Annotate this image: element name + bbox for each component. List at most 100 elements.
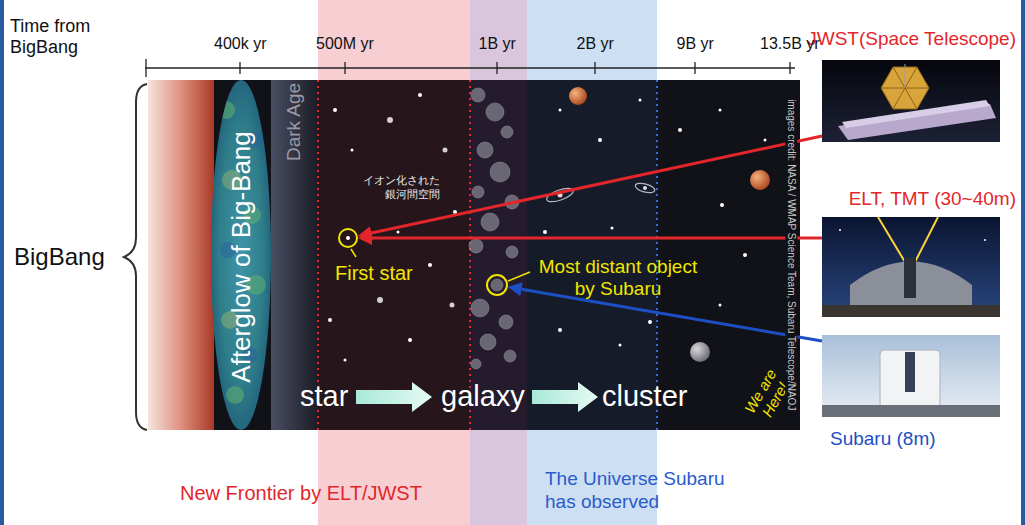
star-field-part [559, 109, 562, 112]
galaxy-bubbles-part [477, 142, 493, 158]
era-dotted-lines-part [656, 80, 658, 430]
subaru-picture-part [822, 405, 1000, 417]
elt-picture-part [822, 217, 1000, 317]
telescope-name: JWST(Space Telescope) [807, 28, 1016, 50]
tick-label: 400k yr [214, 35, 266, 53]
elt-picture-part [822, 305, 1000, 317]
era-label: Afterglow of Big-Bang [226, 131, 256, 382]
telescope-name: Subaru (8m) [830, 428, 936, 450]
telescope-name: ELT, TMT (30~40m) [849, 188, 1016, 210]
universe-panel-part [527, 80, 657, 430]
band-caption: New Frontier by ELT/JWST [180, 482, 422, 505]
jwst-picture [822, 60, 1000, 142]
star-field-part [397, 231, 400, 234]
universe-panel-part [148, 80, 214, 430]
tick-label: 2B yr [577, 35, 614, 53]
star-field-part [428, 263, 432, 267]
universe-panel [148, 80, 800, 430]
leader-lines-part [508, 272, 530, 281]
leader-lines-part [351, 249, 356, 257]
page-border-part [0, 0, 4, 525]
pointer-arrow [522, 289, 822, 341]
target-circle: First star [338, 228, 358, 248]
galaxy-bubbles-part [480, 334, 496, 350]
credit-label: images credit: NASA / WMAP Science Team,… [785, 96, 797, 413]
page-border-part [1021, 0, 1025, 525]
era-bands-part [470, 0, 527, 525]
era-bands-part [318, 0, 470, 525]
tick-label: 13.5B yr [760, 35, 820, 53]
evolution-arrows-part [356, 382, 432, 412]
distant-objects [545, 87, 770, 362]
target-label: Most distant object by Subaru [528, 256, 708, 300]
star-field-part [611, 227, 614, 230]
target-label: First star [335, 262, 413, 285]
galaxy-bubbles-part [481, 213, 499, 231]
galaxy-bubbles-part [490, 162, 510, 182]
evolution-arrows-part [532, 382, 598, 412]
star-field-part [346, 236, 350, 240]
star-field-part [328, 318, 332, 322]
elt-picture-part [904, 258, 916, 298]
pointer-arrow [372, 237, 822, 240]
band-caption: The Universe Subaru has observed [545, 468, 745, 514]
distant-objects-part [690, 342, 710, 362]
universe-panel-part [211, 80, 271, 430]
star-field-part [719, 109, 722, 112]
star-field-part [333, 108, 337, 112]
galaxy-bubbles-part [471, 299, 489, 317]
elt-picture-part [915, 217, 938, 262]
jwst-picture-part [822, 60, 1000, 142]
telescope-panel: JWST(Space Telescope) [822, 60, 1000, 142]
galaxy-bubbles-part [491, 279, 503, 291]
time-axis-part [146, 59, 790, 77]
star-field-part [351, 149, 354, 152]
galaxy-bubbles-part [499, 315, 513, 329]
bigbang-label: BigBang [14, 243, 105, 271]
universe-panel-part [271, 80, 318, 430]
elt-picture-part [878, 217, 905, 262]
elt-picture-part [984, 239, 986, 241]
telescope-panel: ELT, TMT (30~40m) [822, 217, 1000, 317]
era-dotted-lines [318, 80, 657, 430]
subaru-picture-part [880, 350, 940, 408]
star-field-part [450, 303, 455, 308]
star-field-part [418, 93, 422, 97]
star-field-part [598, 138, 602, 142]
galaxy-bubbles-part [504, 350, 516, 362]
star-field-part [648, 320, 652, 324]
subaru-picture [822, 335, 1000, 417]
elt-picture-part [839, 229, 841, 231]
star-field-part [377, 297, 383, 303]
cmb-blotches [217, 101, 266, 404]
galaxy-bubbles-part [501, 126, 513, 138]
galaxy-bubbles-part [471, 359, 481, 369]
cmb-blotches-part [226, 386, 244, 404]
distant-objects-part [634, 182, 655, 195]
star-field-part [558, 328, 562, 332]
tick-label: 1B yr [479, 35, 516, 53]
galaxy-bubbles [469, 88, 519, 369]
target-circle: Most distant object by Subaru [486, 274, 508, 296]
subaru-picture-part [905, 352, 915, 392]
galaxy-bubbles-part [506, 246, 518, 258]
stage-label: galaxy [441, 380, 525, 413]
stage-label: star [300, 380, 348, 413]
universe-panel-part [148, 80, 800, 430]
star-field-part [639, 99, 642, 102]
tick-label: 9B yr [677, 35, 714, 53]
star-field-part [543, 230, 547, 234]
star-field-part [443, 148, 448, 153]
galaxy-bubbles-part [486, 103, 504, 121]
distant-objects-part [569, 87, 587, 105]
star-field-part [678, 128, 682, 132]
note-label: イオン化された 銀河間空間 [358, 174, 440, 202]
cmb-blotches-part [217, 101, 235, 119]
era-dotted-lines-part [469, 80, 471, 430]
star-field-part [720, 203, 724, 207]
galaxy-bubbles-part [472, 186, 484, 198]
time-axis [145, 59, 795, 77]
telescope-panel: Subaru (8m) [822, 335, 1000, 417]
star-field-part [408, 338, 412, 342]
